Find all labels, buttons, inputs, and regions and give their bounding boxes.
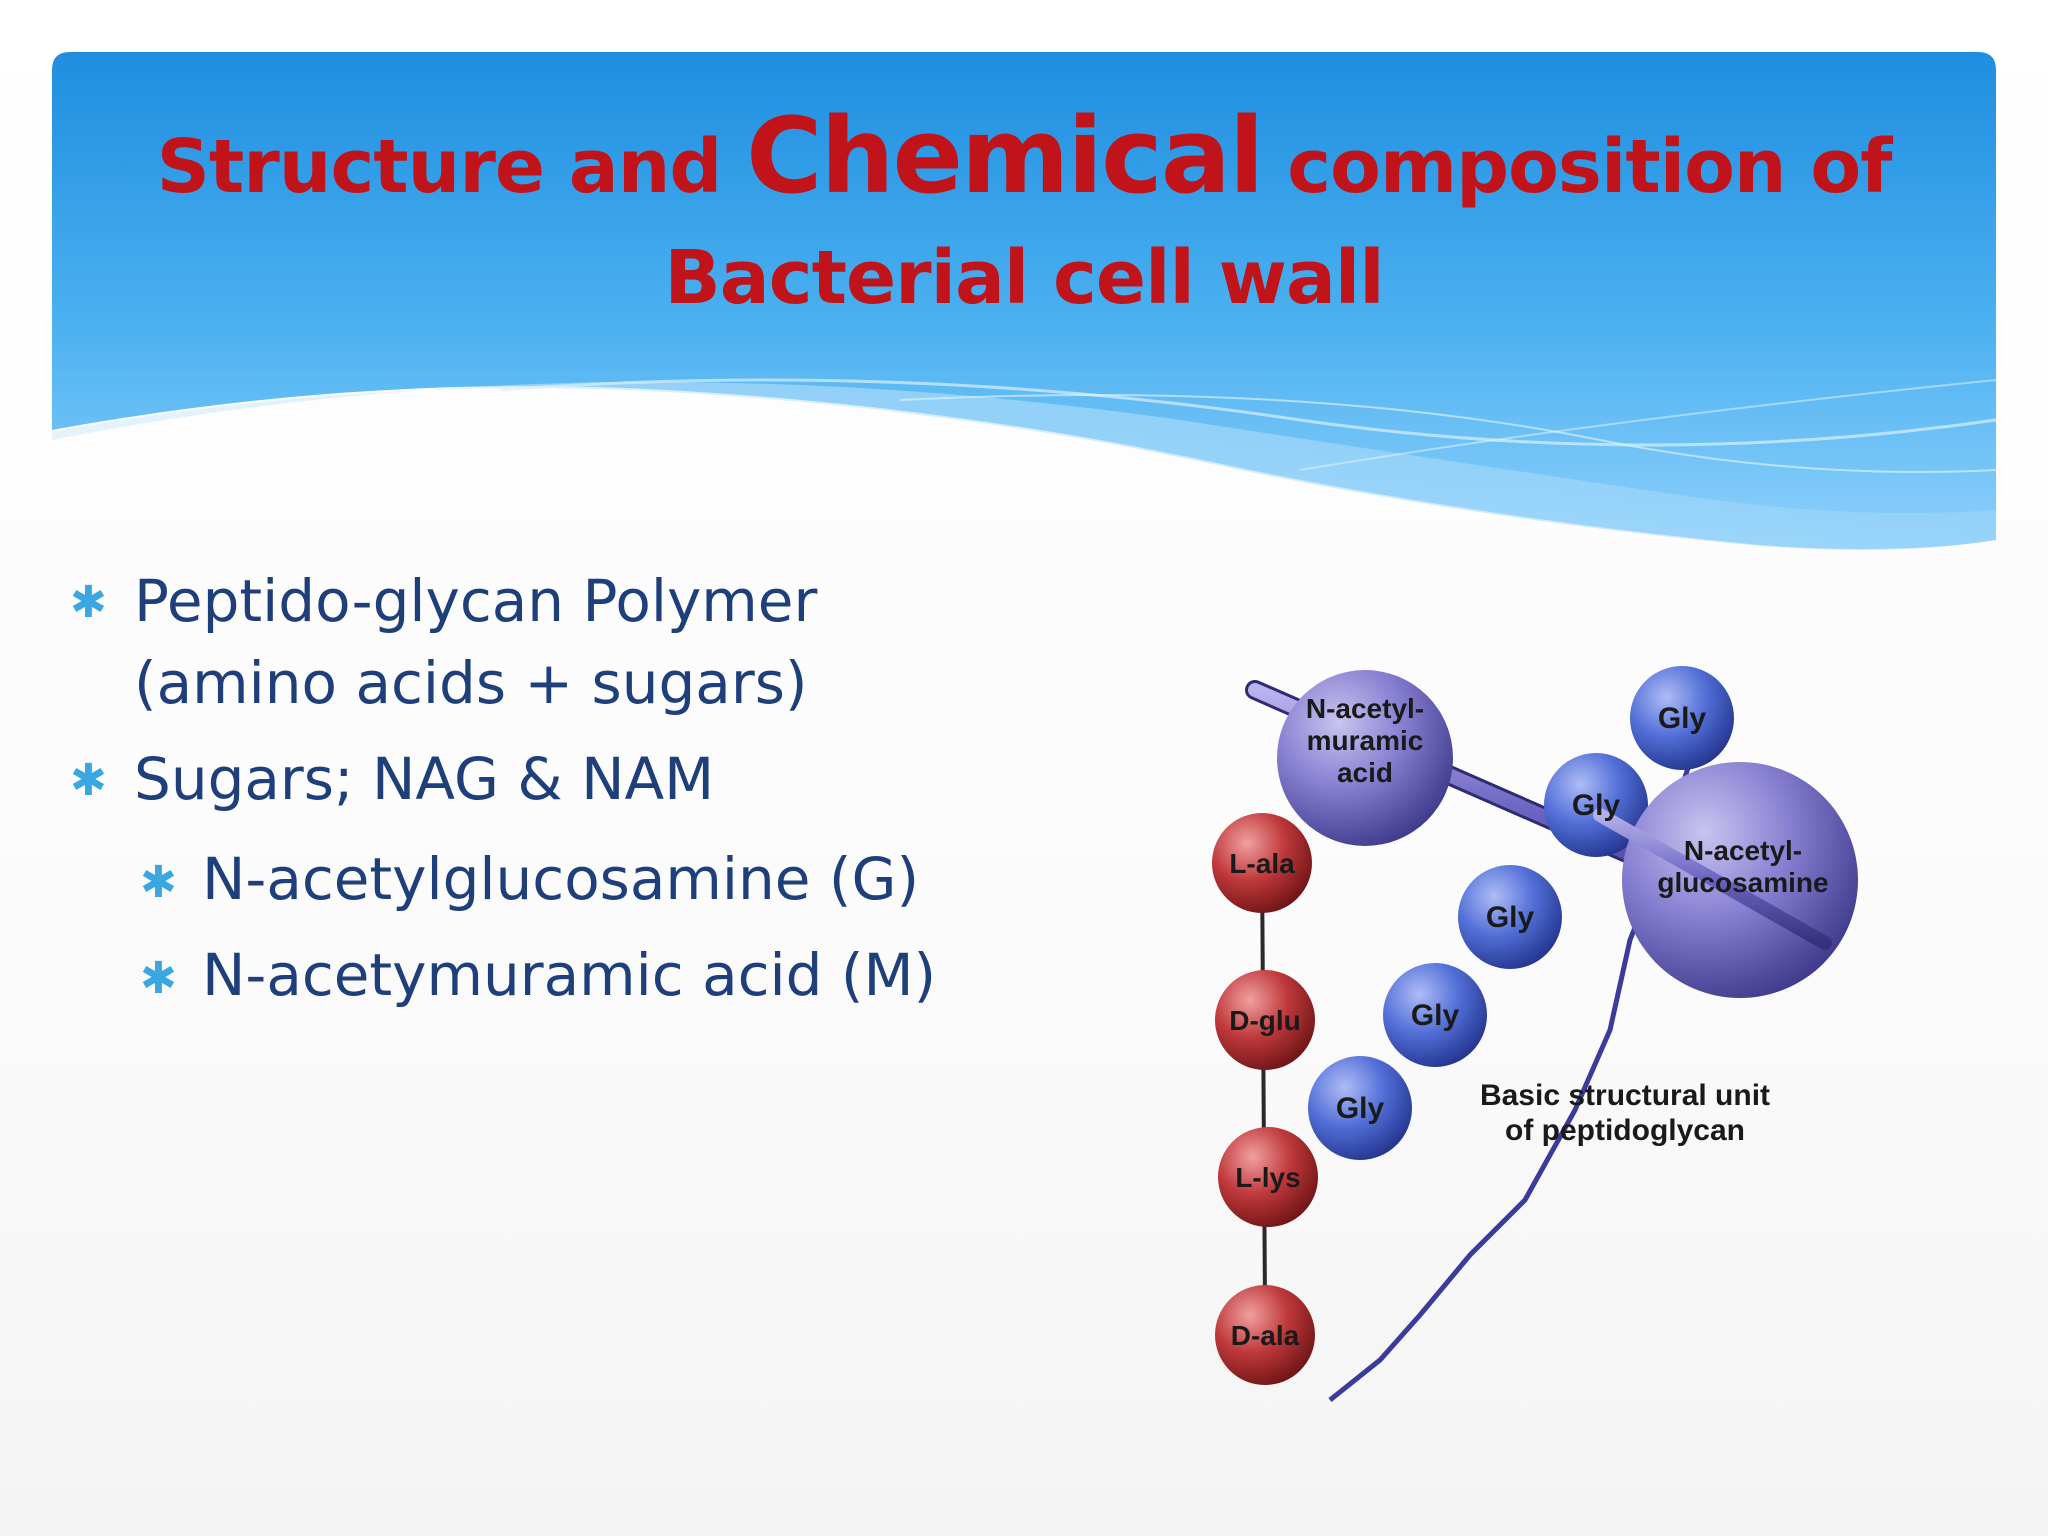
diagram-caption-line-2: of peptidoglycan [1505, 1114, 1745, 1147]
nam-sphere [1277, 670, 1453, 846]
bullet-text-continued: (amino acids + sugars) [134, 649, 808, 717]
nag-label-line-2: glucosamine [1657, 867, 1828, 898]
title-part-2: composition of [1262, 124, 1892, 210]
bullet-text: Peptido-glycan Polymer [134, 567, 818, 635]
red-label-d-ala: D-ala [1231, 1320, 1300, 1351]
sub-bullet-item: ✱ N-acetymuramic acid (M) [70, 930, 1070, 1020]
nag-label-line-1: N-acetyl- [1684, 835, 1802, 866]
sub-bullet-text: N-acetylglucosamine (G) [202, 845, 920, 913]
title-banner [52, 52, 1997, 550]
title-part-1: Structure and [156, 124, 747, 210]
gly-label: Gly [1572, 789, 1621, 822]
bullet-item: ✱ Sugars; NAG & NAM [70, 738, 1070, 820]
asterisk-bullet-icon: ✱ [70, 755, 107, 806]
sub-bullet-text: N-acetymuramic acid (M) [202, 941, 937, 1009]
gly-label: Gly [1411, 999, 1460, 1032]
nam-label-line-1: N-acetyl- [1306, 693, 1424, 724]
nam-label-line-2: muramic [1307, 725, 1424, 756]
bullet-text: Sugars; NAG & NAM [134, 745, 715, 813]
peptidoglycan-diagram: N-acetyl- muramic acid N-acetyl- glucosa… [1212, 666, 1858, 1402]
title-line-1: Structure and Chemical composition of [52, 100, 1996, 223]
red-label-l-lys: L-lys [1235, 1162, 1300, 1193]
diagram-caption-line-1: Basic structural unit [1480, 1079, 1770, 1112]
bullet-list: ✱ Peptido-glycan Polymer (amino acids + … [70, 560, 1070, 1026]
gly-label: Gly [1658, 702, 1707, 735]
gly-label: Gly [1336, 1092, 1385, 1125]
asterisk-bullet-icon: ✱ [140, 953, 177, 1004]
sub-bullet-item: ✱ N-acetylglucosamine (G) [70, 834, 1070, 924]
bullet-item: ✱ Peptido-glycan Polymer (amino acids + … [70, 560, 1070, 724]
chain-beads-red [1212, 813, 1318, 1385]
slide-title: Structure and Chemical composition of Ba… [52, 100, 1996, 333]
red-label-l-ala: L-ala [1229, 848, 1295, 879]
nam-label-line-3: acid [1337, 757, 1393, 788]
red-label-d-glu: D-glu [1229, 1005, 1301, 1036]
title-line-2: Bacterial cell wall [664, 235, 1384, 321]
asterisk-bullet-icon: ✱ [140, 857, 177, 908]
asterisk-bullet-icon: ✱ [70, 577, 107, 628]
gly-label: Gly [1486, 901, 1535, 934]
title-emphasis: Chemical [746, 95, 1264, 217]
nag-sphere [1622, 762, 1858, 998]
